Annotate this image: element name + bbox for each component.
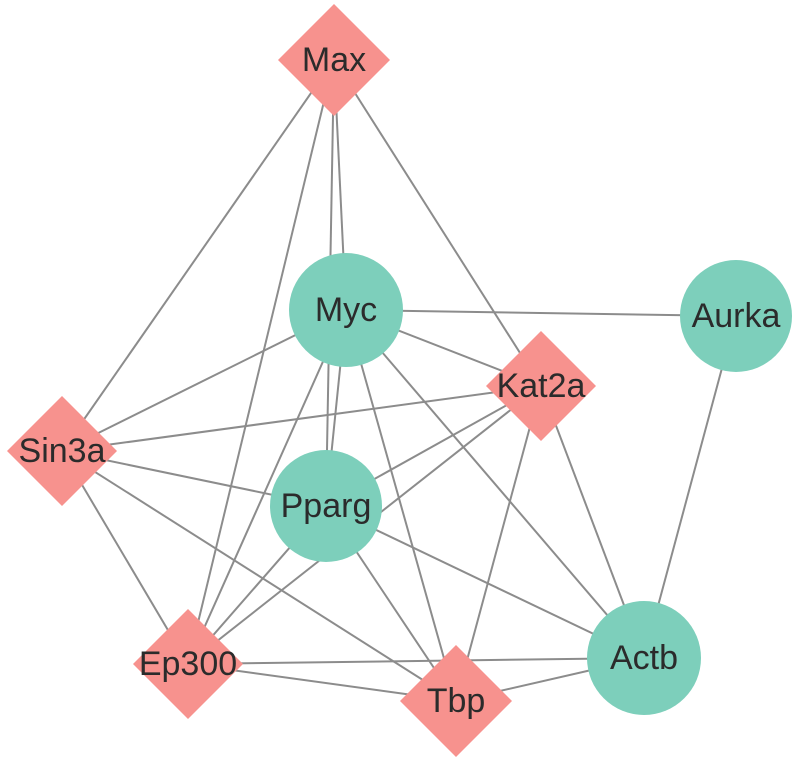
node-actb: Actb — [587, 601, 701, 715]
edge-sin3a-ep300 — [61, 450, 189, 665]
node-tbp-label: Tbp — [427, 682, 486, 720]
node-sin3a-label: Sin3a — [19, 432, 106, 470]
edge-kat2a-sin3a — [61, 385, 542, 452]
node-aurka-circle — [680, 260, 792, 372]
node-pparg: Pparg — [270, 450, 382, 562]
node-aurka: Aurka — [680, 260, 792, 372]
node-tbp: Tbp — [400, 645, 512, 757]
node-pparg-label: Pparg — [281, 487, 372, 525]
node-pparg-circle — [270, 450, 382, 562]
node-ep300-label: Ep300 — [139, 645, 237, 683]
node-max-label: Max — [302, 41, 366, 79]
node-tbp-diamond — [400, 645, 512, 757]
edge-myc-actb — [345, 309, 645, 659]
node-myc: Myc — [289, 253, 403, 367]
node-max: Max — [278, 4, 390, 116]
node-actb-label: Actb — [610, 639, 678, 677]
edge-aurka-actb — [643, 315, 737, 659]
node-ep300: Ep300 — [133, 609, 243, 719]
node-sin3a: Sin3a — [7, 396, 117, 506]
node-actb-circle — [587, 601, 701, 715]
edge-kat2a-tbp — [455, 385, 542, 702]
node-myc-label: Myc — [315, 291, 377, 329]
edge-max-sin3a — [61, 59, 335, 452]
edge-max-kat2a — [333, 59, 542, 387]
node-aurka-label: Aurka — [692, 297, 781, 335]
edge-myc-aurka — [345, 309, 737, 317]
edge-myc-tbp — [345, 309, 457, 702]
node-kat2a-label: Kat2a — [497, 367, 586, 405]
node-sin3a-diamond — [7, 396, 117, 506]
node-myc-circle — [289, 253, 403, 367]
edge-ep300-actb — [187, 657, 645, 665]
edge-max-ep300 — [187, 59, 335, 665]
edge-sin3a-tbp — [61, 450, 457, 702]
node-kat2a: Kat2a — [486, 331, 596, 441]
edge-pparg-actb — [325, 505, 645, 659]
edge-myc-ep300 — [187, 309, 347, 665]
node-kat2a-diamond — [486, 331, 596, 441]
node-ep300-diamond — [133, 609, 243, 719]
node-max-diamond — [278, 4, 390, 116]
